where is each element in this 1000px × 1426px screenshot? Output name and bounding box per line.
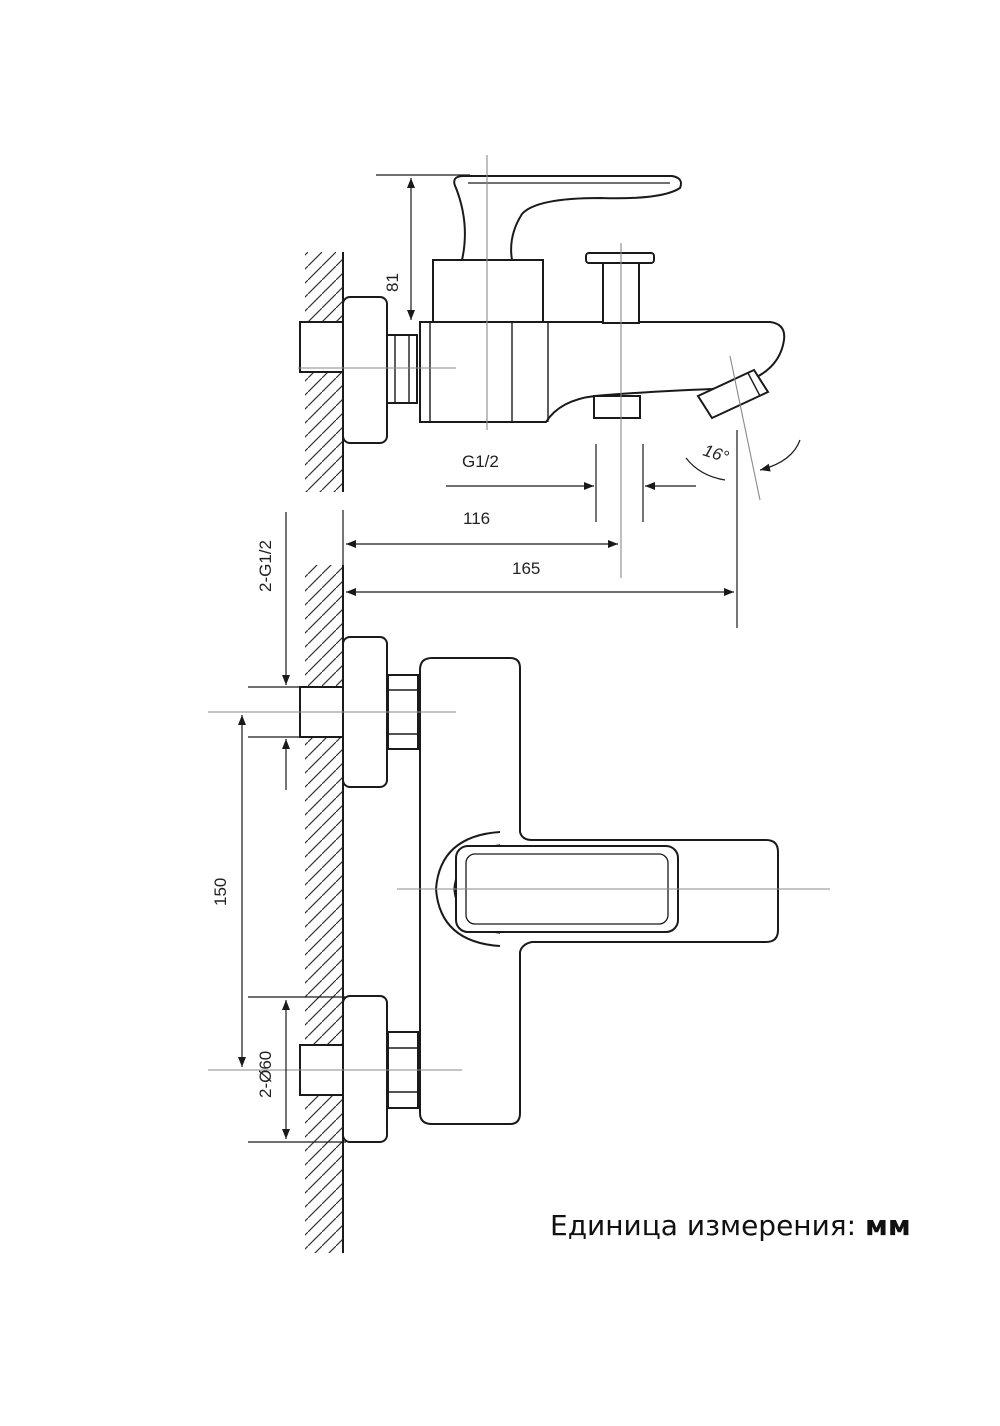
- dim-2-d60: 2-Ø60: [256, 1051, 275, 1098]
- shower-outlet: [593, 395, 641, 419]
- unit-label: Единица измерения:: [550, 1209, 857, 1242]
- spout-aerator: [696, 368, 770, 420]
- eccentric-nut: [386, 334, 418, 404]
- escutcheon-flange: [342, 296, 388, 444]
- center-lines-top: [298, 155, 761, 578]
- dimensions-bottom: [238, 512, 346, 1143]
- dim-150: 150: [211, 878, 230, 906]
- diverter-cap: [585, 252, 655, 264]
- dim-81: 81: [383, 273, 402, 292]
- eccentric-pipe: [299, 321, 345, 373]
- dim-2-g12: 2-G1/2: [256, 540, 275, 592]
- wall-hatch-bottom: [305, 565, 343, 1253]
- dim-angle-16: 16°: [701, 441, 732, 467]
- dimensions-top: [342, 174, 801, 628]
- dim-165: 165: [512, 559, 540, 578]
- side-view: [299, 175, 786, 492]
- unit-note: Единица измерения: мм: [550, 1209, 911, 1242]
- lever-handle: [453, 175, 682, 261]
- dim-116: 116: [463, 509, 490, 528]
- dim-g12: G1/2: [462, 452, 499, 471]
- flange-lower: [342, 995, 388, 1143]
- center-lines-bottom: [208, 711, 830, 1071]
- unit-value: мм: [865, 1209, 911, 1242]
- front-view: [299, 565, 779, 1253]
- cartridge-housing: [432, 259, 544, 323]
